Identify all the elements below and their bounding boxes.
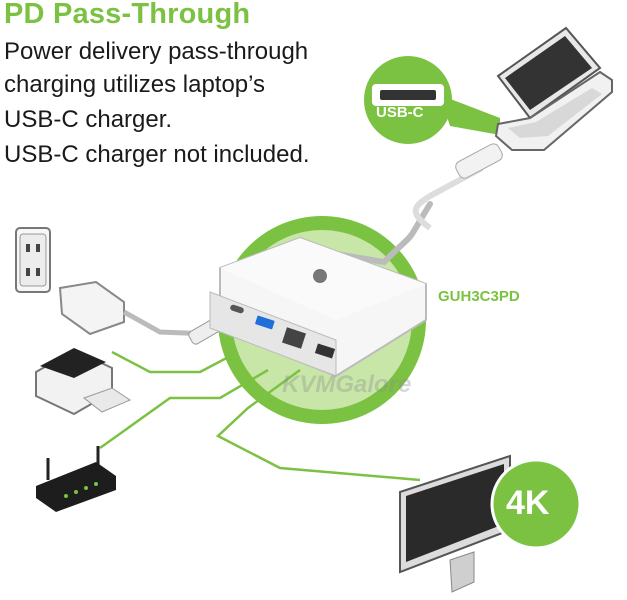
monitor-connection-line [215,368,421,482]
monitor-icon [399,454,511,593]
usb-c-charger-icon [58,280,230,345]
description-line-2: charging utilizes laptop’s [4,71,266,98]
laptop-icon [494,26,613,151]
hub-device [209,236,427,378]
4k-badge [490,458,582,550]
printer-icon [35,348,132,416]
resolution-badge-label: 4K [506,484,550,522]
description-line-3: USB-C charger. [4,106,173,133]
router-connection-line [99,368,269,450]
description-line-4: USB-C charger not included. [4,141,310,168]
connection-lines [99,350,421,482]
printer-connection-line [111,350,239,374]
product-model-label: GUH3C3PD [438,288,520,305]
usb-c-callout [364,56,500,144]
ethernet-port-icon [282,327,306,349]
usb-c-port-icon [230,304,244,314]
page-title: PD Pass-Through [4,0,251,30]
callout-pointer [440,95,500,135]
wall-outlet-icon [15,227,51,293]
hdmi-port-icon [314,343,336,359]
description-line-1: Power delivery pass-through [4,38,309,65]
usb-c-callout-label: USB-C [376,104,424,121]
brand-logo-icon [313,269,327,283]
watermark-text: KVMGalore [282,371,412,398]
router-icon [36,446,116,512]
usb-a-port-icon [255,315,275,330]
usb-c-cable [297,143,503,266]
